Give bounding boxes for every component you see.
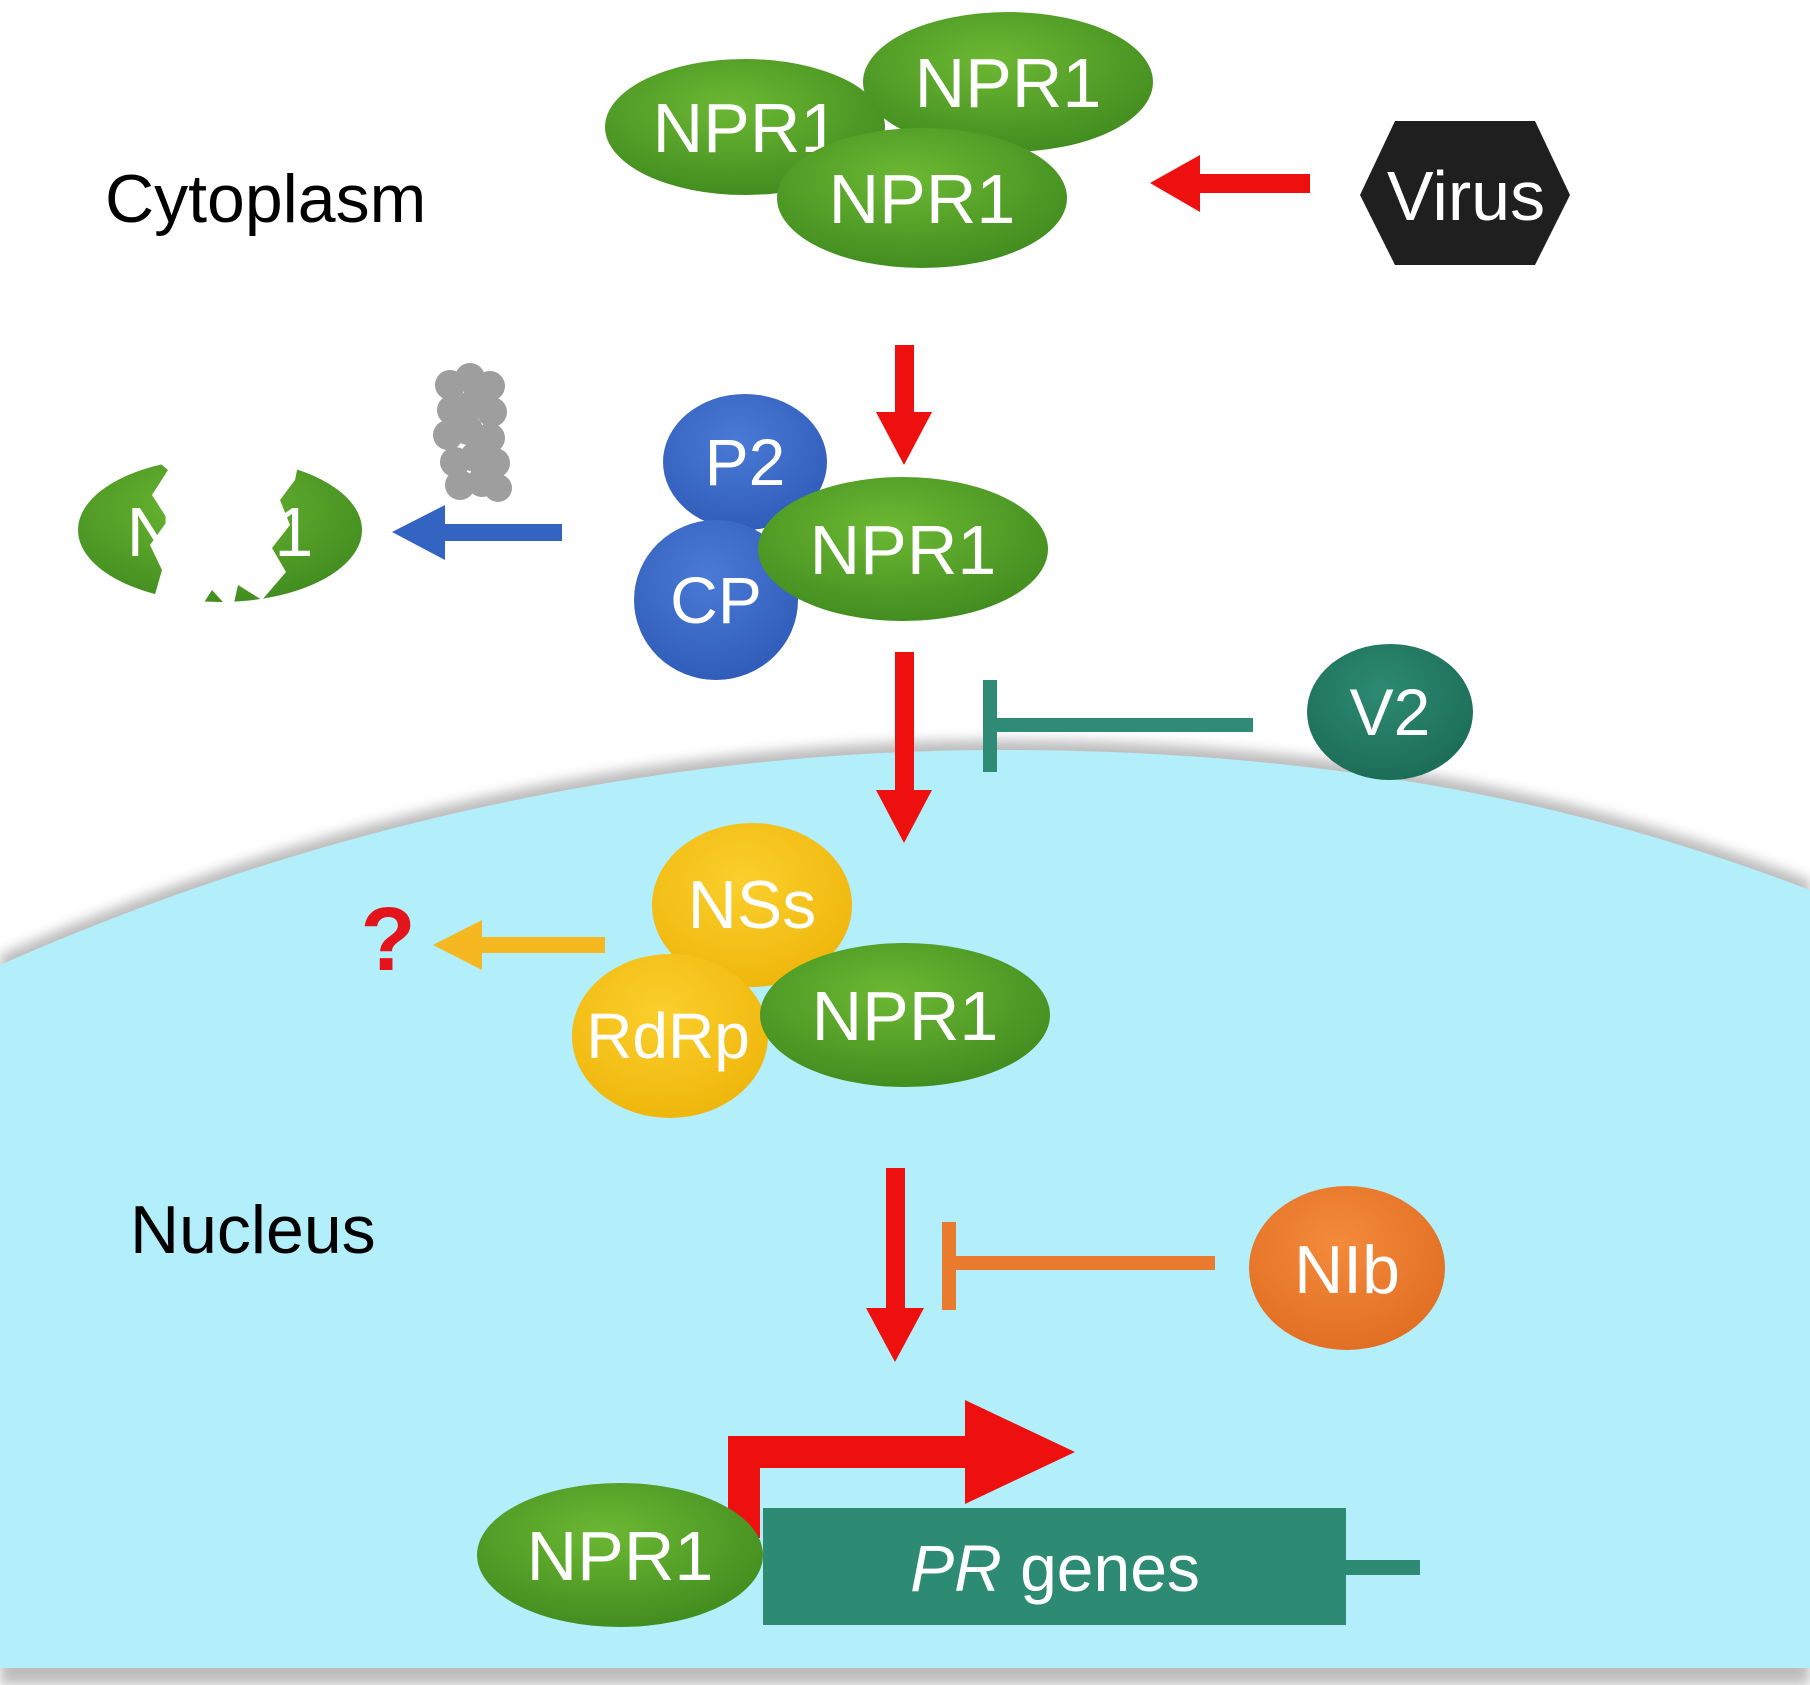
- npr1-nuclear-label: NPR1: [812, 977, 999, 1055]
- virus-hexagon-icon: [1360, 121, 1570, 265]
- proteasome-icon: [433, 363, 512, 502]
- p2-protein: [663, 394, 827, 530]
- pr-italic-label: PR: [910, 1531, 1002, 1605]
- v2-label: V2: [1350, 675, 1431, 749]
- degraded-npr1: NPR1: [78, 455, 362, 612]
- transcription-activation-arrow: [866, 1168, 924, 1362]
- virus-trigger-arrow: [1150, 155, 1310, 212]
- cp-protein: [634, 520, 798, 680]
- transcription-start-arrow: [728, 1400, 1075, 1538]
- nucleus-label: Nucleus: [130, 1192, 376, 1268]
- npr1-oligomer-bottom-label: NPR1: [829, 160, 1016, 238]
- npr1-monomer-label: NPR1: [810, 511, 997, 589]
- rdrp-protein: [572, 954, 768, 1118]
- rdrp-label: RdRp: [586, 1000, 750, 1072]
- unknown-mechanism-mark: ?: [361, 890, 416, 990]
- virus-particle: Virus: [1360, 121, 1570, 265]
- p2-cp-npr1-complex: P2 CP NPR1: [634, 394, 1048, 680]
- npr1-oligomer-left-label: NPR1: [653, 89, 840, 167]
- nss-protein: [652, 823, 852, 987]
- cytoplasm-label: Cytoplasm: [105, 161, 426, 237]
- pr-suffix-label: genes: [1002, 1531, 1200, 1605]
- nuclear-import-arrow: [876, 652, 932, 843]
- npr1-oligomer-right: [863, 12, 1153, 152]
- npr1-oligomer-right-label: NPR1: [915, 44, 1102, 122]
- pr-genes-label: PR genes: [910, 1531, 1200, 1605]
- npr1-nuclear: [760, 943, 1050, 1087]
- v2-protein: V2: [1307, 644, 1473, 780]
- degradation-arrow: [392, 505, 562, 560]
- nib-label: NIb: [1294, 1232, 1400, 1308]
- nss-label: NSs: [688, 867, 816, 943]
- monomer-release-arrow: [876, 345, 932, 465]
- p2-label: P2: [705, 425, 786, 499]
- npr1-promoter-label: NPR1: [527, 1517, 714, 1595]
- nss-rdrp-npr1-complex: NSs RdRp NPR1: [572, 823, 1050, 1118]
- virus-label: Virus: [1387, 157, 1545, 235]
- npr1-oligomer-bottom: [777, 128, 1067, 268]
- gene-line: [1340, 1560, 1420, 1575]
- pr-genes-box: PR genes: [763, 1508, 1346, 1625]
- npr1-oligomer: NPR1 NPR1 NPR1: [605, 12, 1153, 268]
- degradation-tear: [150, 455, 300, 612]
- nib-protein: NIb: [1249, 1186, 1445, 1350]
- cp-label: CP: [670, 563, 762, 637]
- npr1-monomer: [758, 477, 1048, 621]
- nib-inhibition: [942, 1222, 1215, 1310]
- v2-inhibition: [983, 680, 1253, 772]
- npr1-promoter-bound: NPR1: [477, 1483, 763, 1627]
- nss-effect-arrow: [433, 920, 605, 970]
